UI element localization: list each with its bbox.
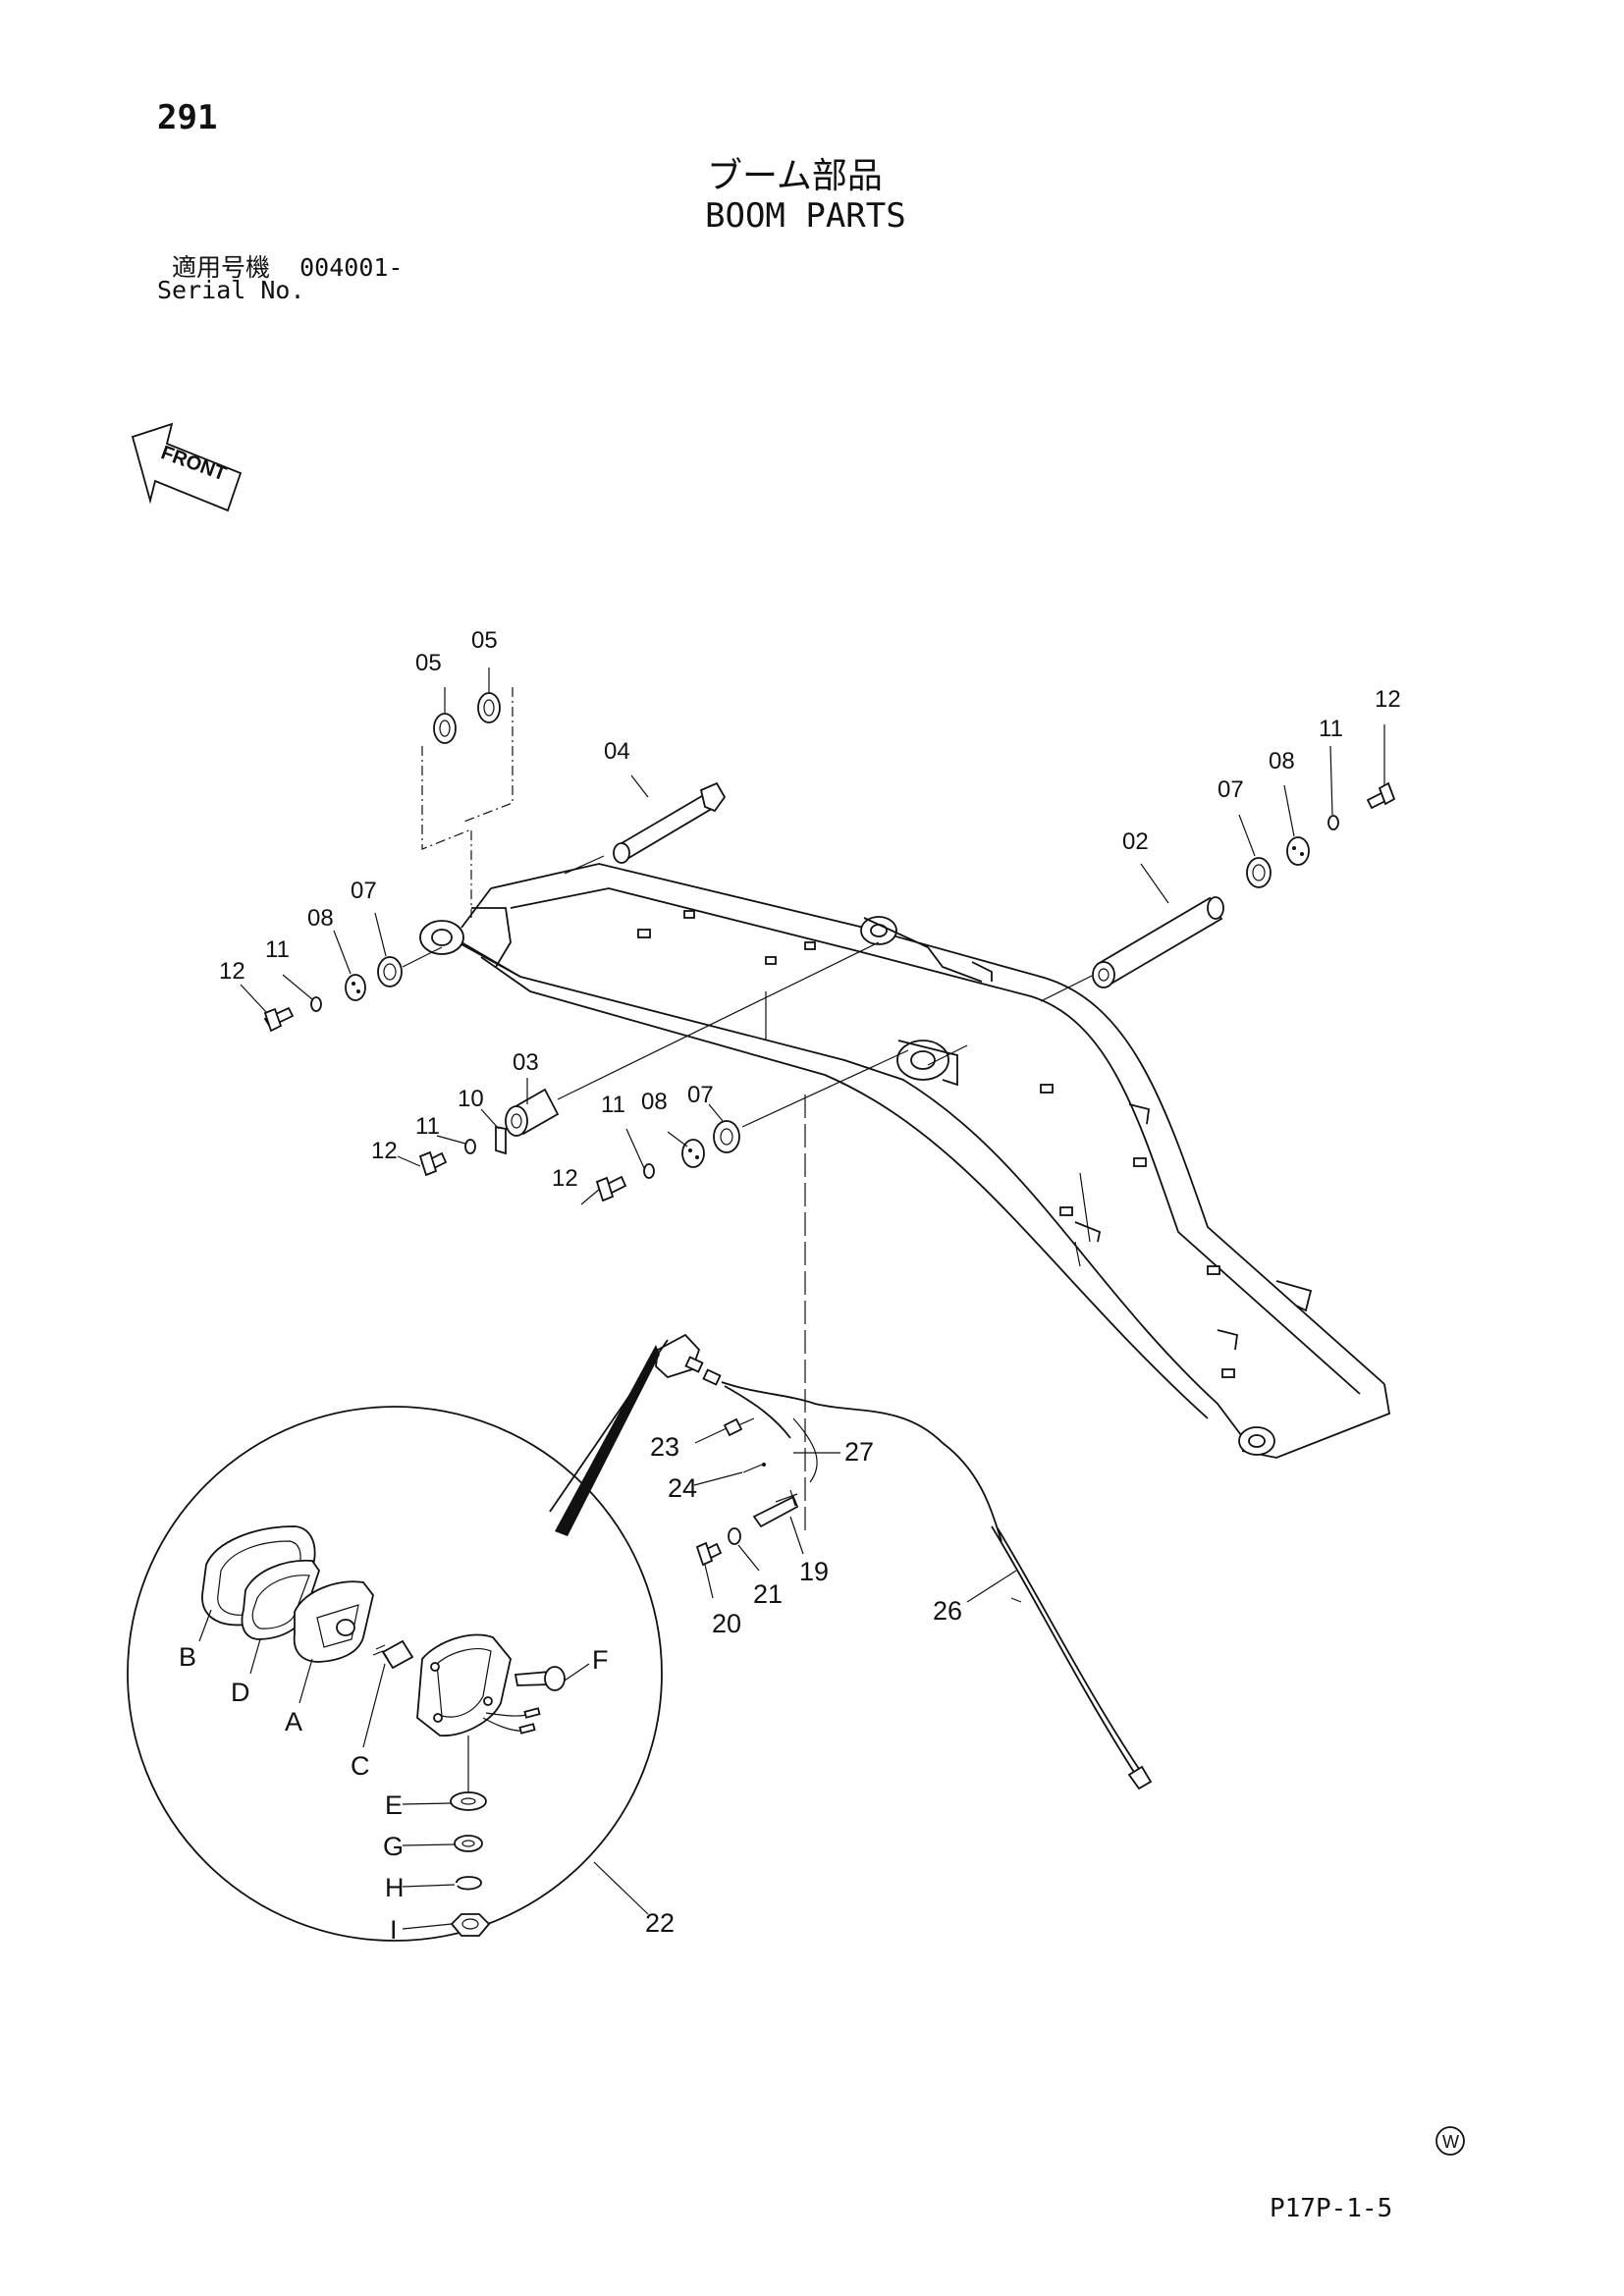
callout-27: 27 (844, 1437, 874, 1467)
serial-value: 004001- (299, 253, 404, 282)
detail-letter-f: F (592, 1645, 609, 1675)
callout-12: 12 (552, 1165, 578, 1192)
callout-12: 12 (371, 1138, 398, 1164)
callout-labels: 05 05 04 07 08 11 12 02 07 08 11 12 03 1… (179, 627, 1401, 1945)
serial-label-japanese: 適用号機 (172, 253, 271, 282)
callout-10: 10 (458, 1086, 484, 1112)
callout-08: 08 (1269, 748, 1295, 774)
boom-foot-pin-group (263, 687, 727, 1033)
callout-11: 11 (415, 1113, 440, 1140)
detail-letter-i: I (390, 1915, 398, 1945)
callout-12: 12 (219, 958, 245, 985)
detail-letter-c: C (351, 1751, 370, 1781)
callout-22: 22 (645, 1908, 675, 1938)
callout-21: 21 (753, 1579, 783, 1609)
work-light-assembly (655, 1095, 1153, 1790)
callout-19: 19 (799, 1557, 829, 1586)
pin-03-group (418, 941, 880, 1177)
callout-05: 05 (471, 627, 498, 654)
w-mark-icon: W (1435, 2126, 1465, 2156)
callout-11: 11 (1319, 716, 1343, 742)
detail-letter-h: H (385, 1873, 405, 1902)
callout-07: 07 (351, 878, 377, 904)
callout-08: 08 (307, 905, 334, 932)
page-number: 291 (157, 98, 218, 137)
page-title: BOOM PARTS (705, 196, 906, 236)
callout-24: 24 (668, 1473, 697, 1503)
shim (433, 713, 457, 744)
detail-letter-g: G (383, 1832, 404, 1861)
detail-letter-b: B (179, 1642, 196, 1672)
boom-cylinder-pin-group (1040, 781, 1396, 1002)
callout-20: 20 (712, 1609, 741, 1638)
serial-applicability: 適用号機 004001- (172, 248, 403, 284)
serial-label: Serial No. (157, 276, 305, 304)
detail-letter-e: E (385, 1790, 403, 1820)
callout-05: 05 (415, 650, 442, 676)
callout-04: 04 (604, 738, 630, 765)
w-mark-letter: W (1442, 2132, 1459, 2152)
callout-07: 07 (687, 1082, 714, 1108)
work-light-detail-view (127, 1339, 669, 1942)
callout-07: 07 (1218, 776, 1244, 803)
boom-body (419, 863, 1391, 1459)
callout-03: 03 (513, 1049, 539, 1076)
shim (477, 692, 501, 723)
callout-12: 12 (1375, 686, 1401, 713)
detail-letter-a: A (285, 1707, 302, 1736)
callout-08: 08 (641, 1089, 668, 1115)
boom-pin-lower-group (595, 1044, 968, 1202)
page-title-japanese: ブーム部品 (707, 156, 883, 196)
callout-23: 23 (650, 1432, 679, 1462)
callout-leaders (240, 667, 1385, 1603)
callout-11: 11 (601, 1092, 625, 1118)
detail-letter-d: D (231, 1678, 250, 1707)
drawing-code: P17P-1-5 (1270, 2194, 1393, 2223)
callout-11: 11 (265, 936, 290, 963)
callout-26: 26 (933, 1596, 962, 1626)
front-arrow-icon: FRONT (131, 422, 243, 512)
callout-02: 02 (1122, 828, 1149, 855)
